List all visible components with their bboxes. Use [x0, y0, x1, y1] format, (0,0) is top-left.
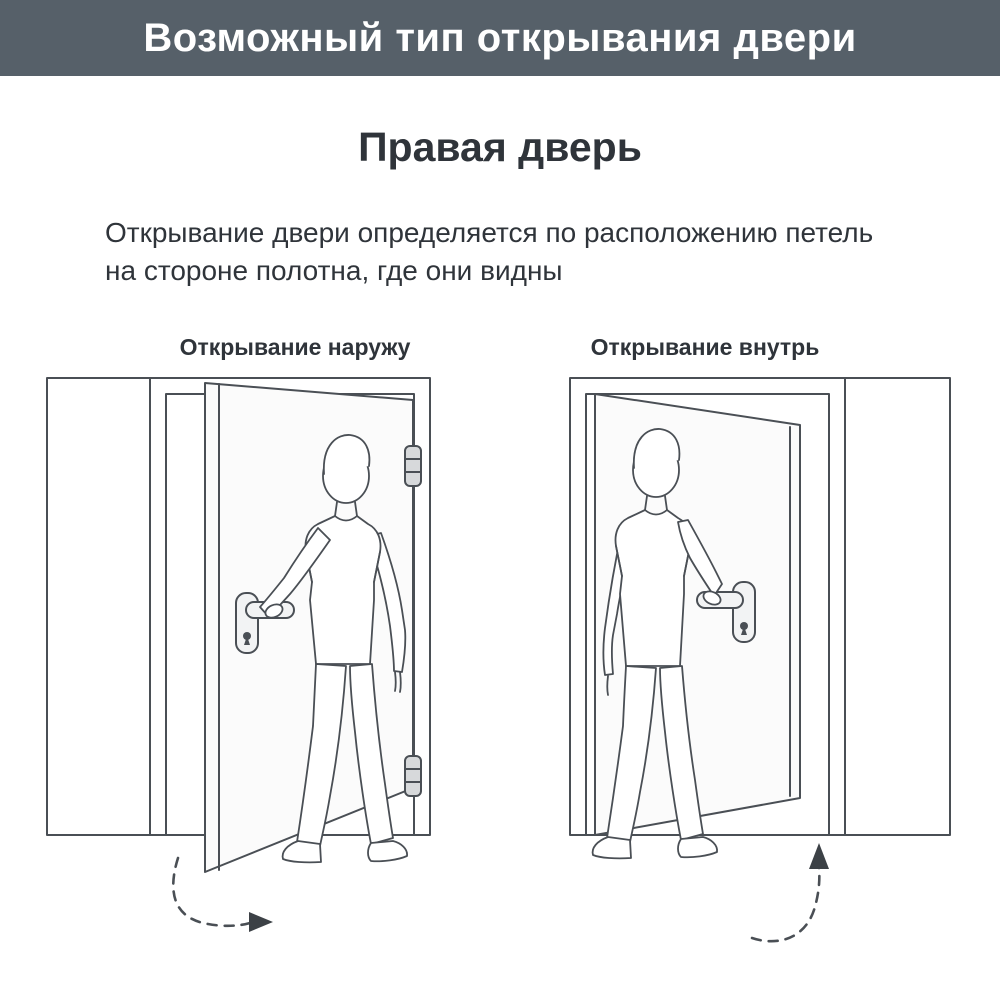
wall-right [844, 377, 951, 836]
header-title: Возможный тип открывания двери [143, 15, 857, 60]
description-line-2: на стороне полотна, где они видны [105, 255, 563, 286]
diagram-inward [569, 377, 951, 943]
swing-arrow-outward [171, 856, 273, 932]
description-text: Открывание двери определяется по располо… [105, 214, 945, 290]
hinge-top-icon [404, 445, 422, 487]
diagram-canvas [46, 377, 951, 943]
swing-arrow-inward [750, 843, 829, 943]
hinge-bottom-icon [404, 755, 422, 797]
person-figure-outward [259, 434, 408, 864]
page-title: Правая дверь [358, 124, 642, 170]
description-line-1: Открывание двери определяется по располо… [105, 217, 874, 248]
wall-left [46, 377, 151, 836]
diagram-outward [46, 377, 431, 932]
person-figure-inward [591, 428, 723, 860]
label-opening-inward: Открывание внутрь [590, 334, 820, 360]
label-opening-outward: Открывание наружу [179, 334, 411, 360]
header-bar: Возможный тип открывания двери [0, 0, 1000, 76]
